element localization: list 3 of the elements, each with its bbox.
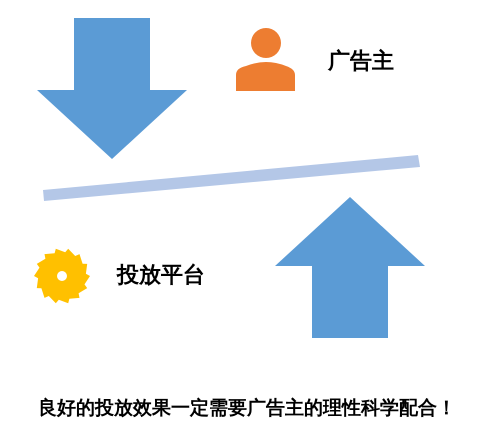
label-text: 投放平台 [117,265,205,287]
caption: 良好的投放效果一定需要广告主的理性科学配合！ [37,399,457,418]
label-text: 广告主 [328,51,394,73]
